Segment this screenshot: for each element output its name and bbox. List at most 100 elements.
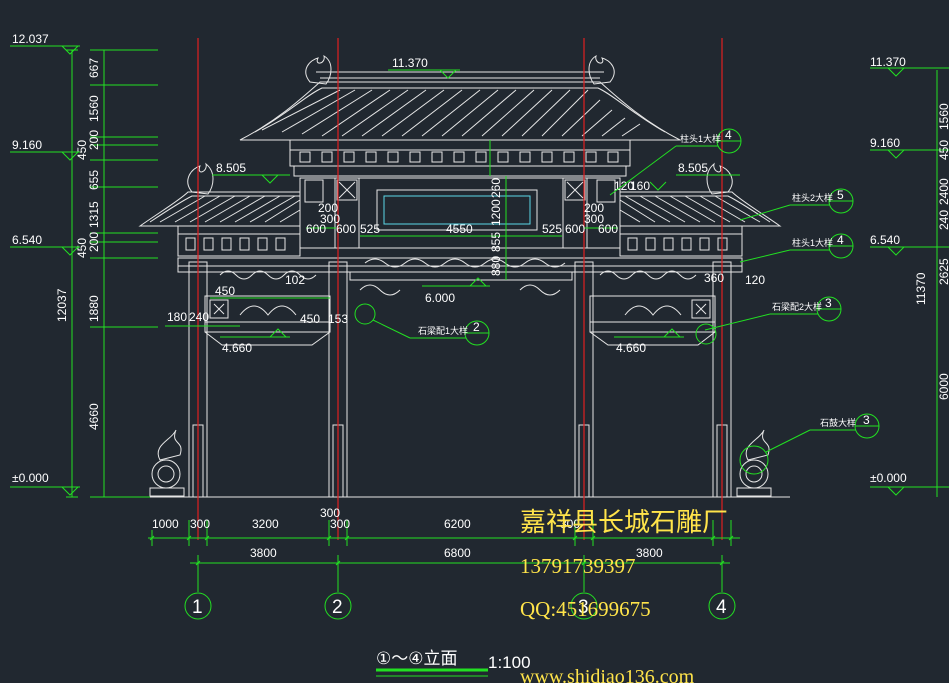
level-6540-right: 6.540 [870,233,900,247]
dim-300-2: 300 [320,506,340,520]
main-roof [239,71,681,177]
callout-num-3: 4 [837,233,844,247]
level-6540-left: 6.540 [12,233,42,247]
side-roof-left [138,191,301,257]
left-dim-1560: 1560 [87,95,101,122]
dim-3200: 3200 [252,517,279,531]
dim-3800-left: 3800 [250,546,277,560]
axis-center-lines [197,38,723,540]
grid-axis-bubbles: 1 2 3 4 [184,592,736,620]
left-dim-655: 655 [87,170,101,190]
level-8505-right: 8.505 [678,161,708,175]
dim-6200: 6200 [444,517,471,531]
dim-600-c: 600 [565,222,585,236]
dim-260: 260 [489,178,503,198]
dim-4550: 4550 [446,222,473,236]
dim-300-1: 300 [190,517,210,531]
grid-axis-1: 1 [192,597,203,618]
level-11370-right: 11.370 [870,55,906,69]
brand-watermark: 嘉祥县长城石雕厂 13791739397 QQ:451699675 www.sh… [520,508,728,683]
dim-1200: 1200 [489,199,503,226]
callout-label-1: 柱头1大样 [680,133,721,144]
left-dim-1315: 1315 [87,201,101,228]
title-axes: ①～④立面 [376,649,457,668]
grid-axis-2: 2 [332,597,343,618]
right-dim-6000: 6000 [937,373,949,400]
level-8505-left: 8.505 [216,161,246,175]
callout-label-6: 石鼓大样 [820,417,856,428]
callout-num-5: 2 [473,320,480,334]
brand-phone: 13791739397 [520,554,636,578]
bottom-dimensions: 1000 300 3200 300 300 6200 300 3800 6800… [148,506,740,592]
dim-240: 240 [189,310,209,324]
left-level-markers: 12.037 9.160 6.540 ±0.000 [10,32,80,496]
left-dim-450: 450 [75,140,89,160]
dim-525-right: 525 [542,222,562,236]
dim-300-3: 300 [330,517,350,531]
side-roof-right [619,191,782,257]
dim-600-a: 600 [336,222,356,236]
in-drawing-levels: 11.370 8.505 8.505 6.000 4.660 4.660 [212,56,740,355]
left-dim-450b: 450 [75,238,89,258]
dim-120-b: 120 [614,179,634,193]
dim-153: 153 [328,312,348,326]
dim-600-b: 600 [306,222,326,236]
brand-name: 嘉祥县长城石雕厂 [520,508,728,537]
dim-300-right: 300 [584,212,604,226]
dim-200-right: 200 [584,201,604,215]
left-dim-1880: 1880 [87,295,101,322]
level-4660-right: 4.660 [616,341,646,355]
dim-1000: 1000 [152,517,179,531]
level-12037: 12.037 [12,32,49,46]
dim-120: 120 [745,273,765,287]
callout-label-3: 柱头1大样 [792,237,833,248]
level-9160-right: 9.160 [870,136,900,150]
dim-525-left: 525 [360,222,380,236]
grid-axis-3: 3 [578,597,589,618]
dim-600-d: 600 [598,222,618,236]
brand-website: www.shidiao136.com [520,666,695,683]
dim-180: 180 [167,310,187,324]
drawing-title: ①～④立面 1:100 [376,649,531,677]
dim-855: 855 [489,232,503,252]
detail-callouts: 柱头1大样 4 柱头2大样 5 柱头1大样 4 石梁配2大样 3 石梁配1大样 … [354,128,880,475]
left-dimension-chain: 667 1560 200 450 655 1315 200 450 1880 4… [55,49,158,498]
drum-stone-right [736,429,772,497]
left-dim-200b: 200 [87,232,101,252]
level-ground-right: ±0.000 [870,471,907,485]
left-dim-total: 12037 [55,288,69,322]
dim-200-left: 200 [318,201,338,215]
dim-450-b: 450 [300,312,320,326]
level-ground-left: ±0.000 [12,471,49,485]
callout-label-2: 柱头2大样 [792,192,833,203]
level-11370-center: 11.370 [392,56,428,70]
callout-label-5: 石梁配1大样 [418,325,468,336]
drum-stone-left [149,429,185,497]
right-dim-2625: 2625 [937,258,949,285]
level-4660-left: 4.660 [222,341,252,355]
right-dim-1560: 1560 [937,103,949,130]
right-dim-240: 240 [937,210,949,230]
brand-qq: QQ:451699675 [520,597,651,621]
callout-num-4: 3 [825,296,832,310]
callout-num-6: 3 [863,413,870,427]
in-drawing-dimensions: 4550 525 525 600 600 600 600 300 300 200… [165,140,765,327]
right-dim-450: 450 [937,140,949,160]
dim-102: 102 [285,273,305,287]
dim-300-left: 300 [320,212,340,226]
callout-label-4: 石梁配2大样 [772,301,822,312]
dim-880: 880 [489,256,503,276]
title-scale: 1:100 [488,653,531,672]
gateway-elevation [138,38,790,540]
right-dim-2400: 2400 [937,178,949,205]
right-dim-total: 11370 [914,272,928,305]
dim-300-4: 300 [560,517,580,531]
dim-360: 360 [704,271,724,285]
left-dim-667: 667 [87,58,101,78]
dim-160: 160 [630,179,650,193]
grid-axis-4: 4 [716,597,727,618]
dim-450-a: 450 [215,284,235,298]
dim-6800: 6800 [444,546,471,560]
level-9160-left: 9.160 [12,138,42,152]
